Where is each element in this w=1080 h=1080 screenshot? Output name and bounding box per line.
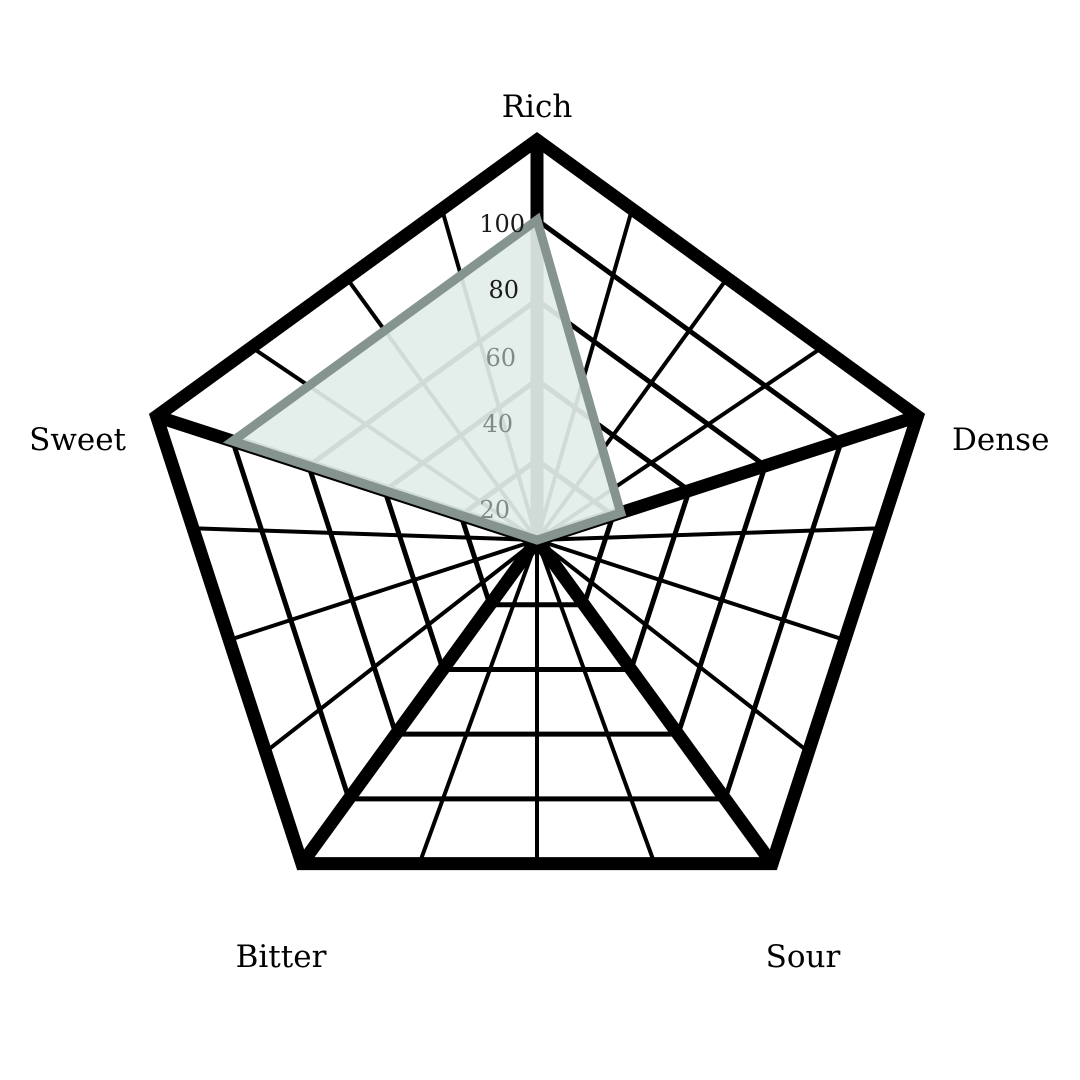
axis-label-dense: Dense bbox=[952, 422, 1049, 458]
tick-label-60: 60 bbox=[485, 344, 516, 372]
grid-minor-spoke bbox=[417, 539, 539, 865]
axis-label-bitter: Bitter bbox=[236, 939, 327, 975]
tick-label-100: 100 bbox=[479, 210, 525, 238]
grid-minor-spoke bbox=[536, 526, 882, 542]
radar-tick-labels: 20 40 60 80 100 bbox=[479, 210, 525, 524]
grid-minor-spoke bbox=[192, 526, 538, 542]
axis-label-sour: Sour bbox=[766, 939, 841, 975]
grid-spoke-sour bbox=[531, 536, 778, 868]
grid-minor-spoke bbox=[228, 538, 538, 642]
axis-label-rich: Rich bbox=[502, 89, 573, 125]
grid-spoke-bitter bbox=[296, 536, 543, 868]
grid-minor-spoke bbox=[536, 538, 846, 642]
axis-label-sweet: Sweet bbox=[29, 422, 126, 458]
tick-label-40: 40 bbox=[482, 410, 513, 438]
grid-minor-spoke bbox=[535, 538, 810, 754]
tick-label-80: 80 bbox=[488, 276, 519, 304]
radar-data-polygon bbox=[222, 212, 627, 545]
grid-minor-spoke bbox=[264, 538, 539, 754]
grid-minor-spoke bbox=[535, 539, 657, 865]
tick-label-20: 20 bbox=[479, 496, 510, 524]
radar-axis-labels: Rich Dense Sour Bitter Sweet bbox=[29, 89, 1049, 975]
